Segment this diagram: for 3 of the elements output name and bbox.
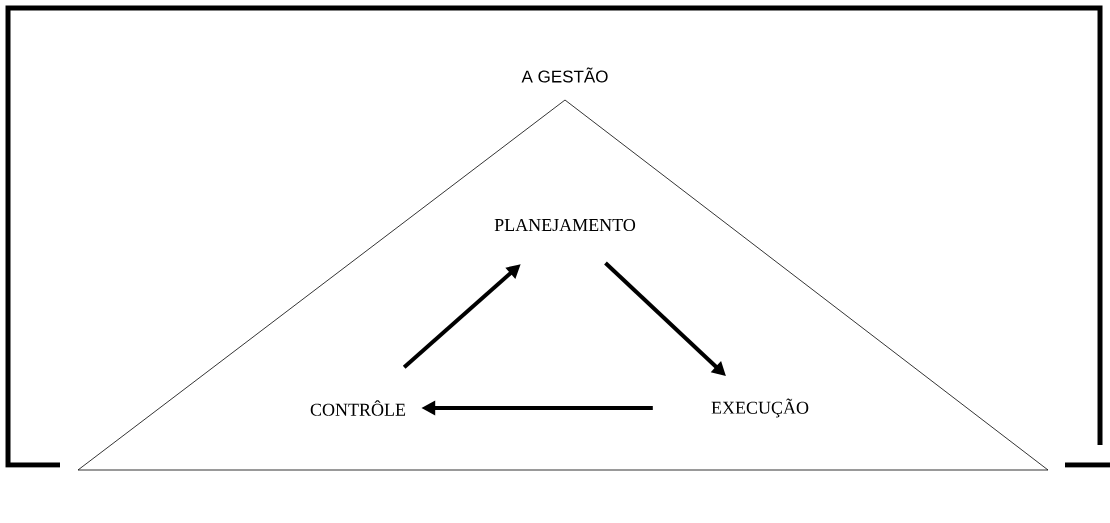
- stage-label: PLANEJAMENTO: [494, 218, 636, 232]
- stage-label: CONTRÔLE: [310, 400, 406, 416]
- stage-label: EXECUÇÃO: [711, 398, 809, 418]
